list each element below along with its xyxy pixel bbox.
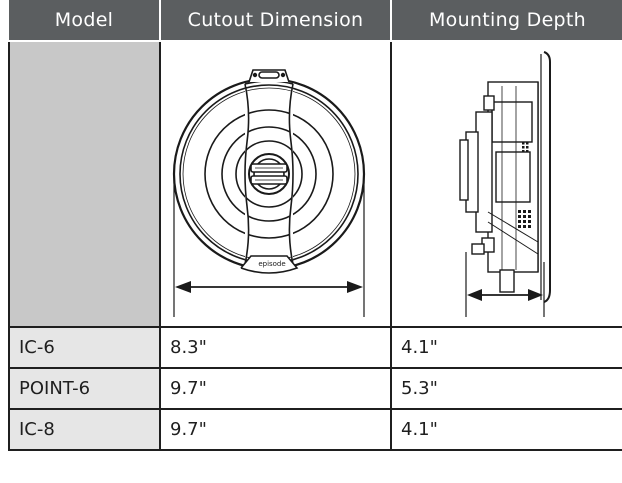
table-row: IC-6 8.3" 4.1" [8, 326, 622, 369]
front-view-cell: episode [159, 40, 392, 328]
model-cell: IC-6 [8, 326, 161, 369]
cutout-cell: 9.7" [159, 408, 392, 451]
spec-table-frame: Model Cutout Dimension Mounting Depth [8, 0, 622, 483]
header-cutout-dimension: Cutout Dimension [159, 0, 392, 42]
cutout-cell: 9.7" [159, 367, 392, 410]
diagram-row-model-cell [8, 40, 161, 328]
diagram-row: episode [8, 40, 622, 328]
speaker-side-view-diagram [459, 51, 551, 317]
header-row: Model Cutout Dimension Mounting Depth [9, 0, 622, 42]
spec-table: Model Cutout Dimension Mounting Depth [8, 0, 622, 451]
table-row: POINT-6 9.7" 5.3" [8, 367, 622, 410]
model-cell: POINT-6 [8, 367, 161, 410]
depth-cell: 4.1" [390, 326, 622, 369]
cutout-cell: 8.3" [159, 326, 392, 369]
model-cell: IC-8 [8, 408, 161, 451]
header-model: Model [9, 0, 161, 42]
speaker-logo: episode [258, 260, 285, 268]
depth-cell: 5.3" [390, 367, 622, 410]
side-view-cell [390, 40, 622, 328]
header-mounting-depth: Mounting Depth [390, 0, 622, 42]
speaker-front-view-diagram: episode [172, 69, 366, 317]
depth-cell: 4.1" [390, 408, 622, 451]
table-row: IC-8 9.7" 4.1" [8, 408, 622, 451]
